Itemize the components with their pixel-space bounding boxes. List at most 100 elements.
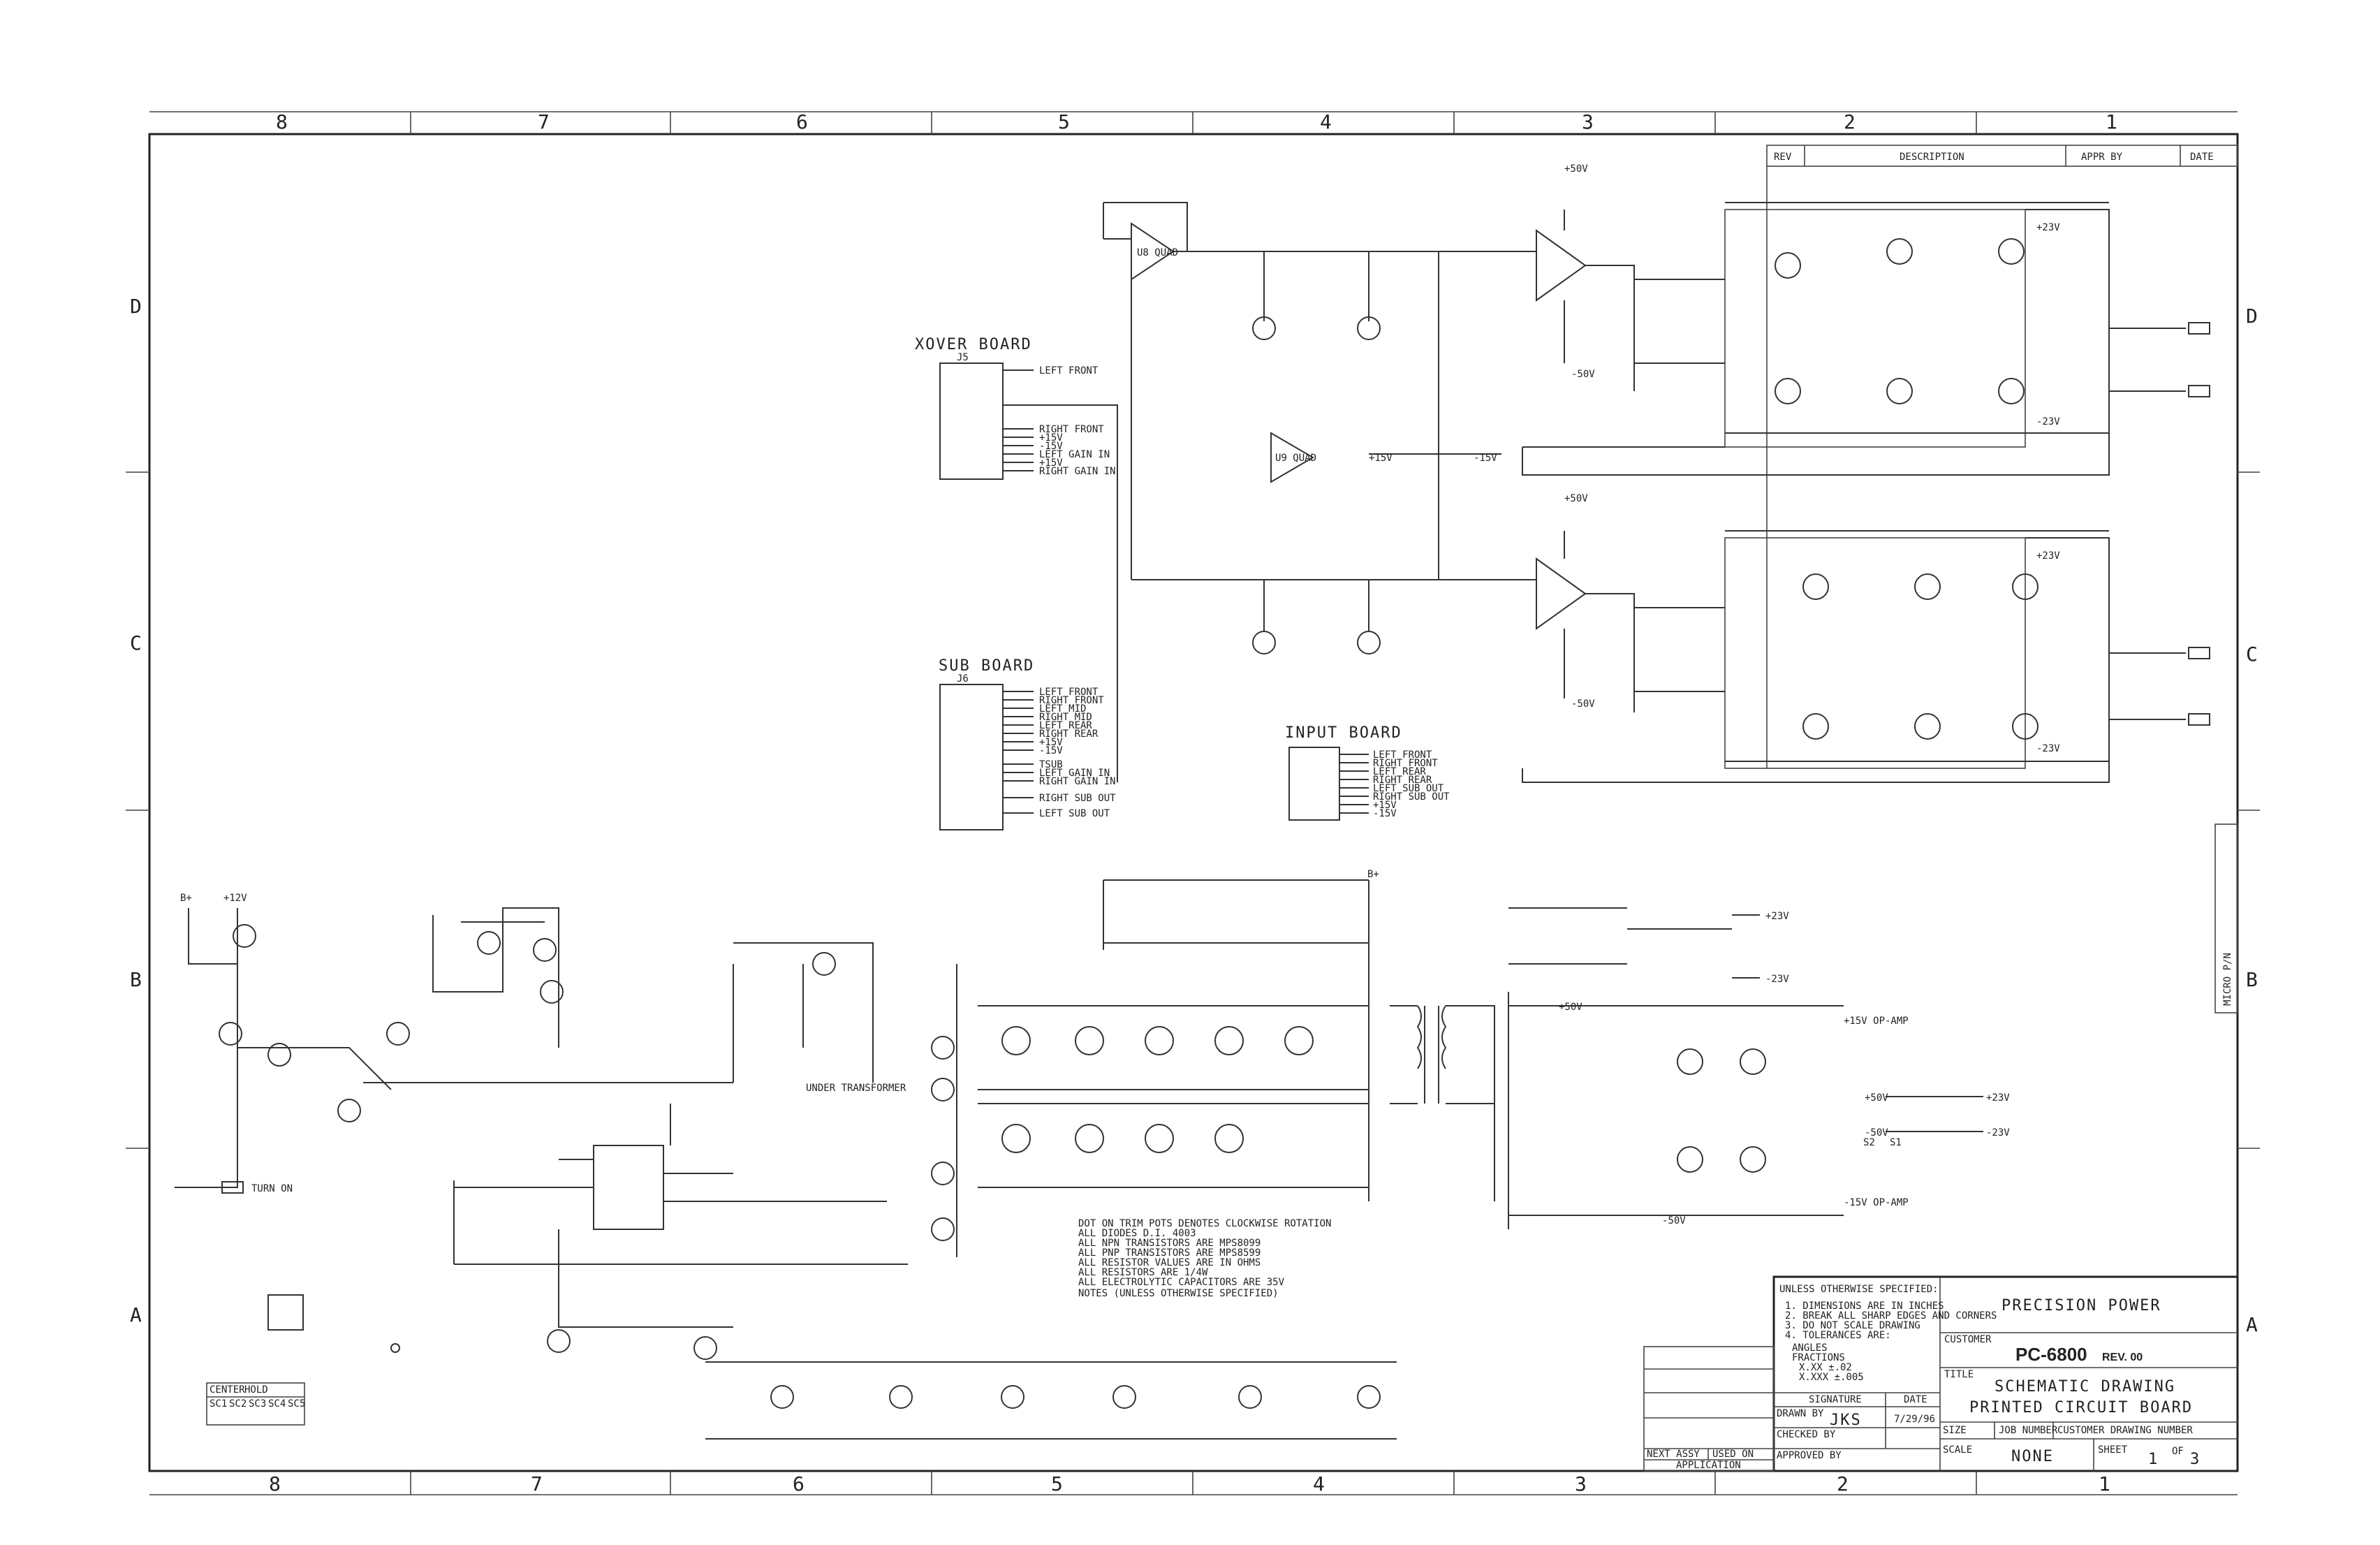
sub-board-title: SUB BOARD [939, 657, 1034, 675]
date-header: DATE [2190, 152, 2214, 163]
supply-minus-23v: -23V [1765, 974, 1789, 985]
rail-b-plus-left: B+ [180, 893, 192, 904]
sub-out-5: RIGHT REAR [1039, 728, 1099, 740]
drawing-frame [126, 111, 2260, 1495]
tol-5: FRACTIONS [1792, 1352, 1845, 1363]
tol-2: 3. DO NOT SCALE DRAWING [1785, 1320, 1920, 1331]
zone-col-top-8: 8 [276, 110, 288, 133]
zone-col-bottom-1: 1 [2099, 1472, 2110, 1495]
of-label: OF [2172, 1446, 2184, 1457]
rev-header: REV [1774, 152, 1792, 163]
tol-3: 4. TOLERANCES ARE: [1785, 1330, 1891, 1341]
zone-row-left-c: C [130, 631, 142, 654]
title-line-1: SCHEMATIC DRAWING [1995, 1378, 2175, 1396]
input-out-5: RIGHT SUB OUT [1373, 791, 1450, 803]
zone-row-left-a: A [130, 1303, 142, 1326]
sub-out-3: RIGHT MID [1039, 712, 1092, 723]
jumper-sub-sc3: SC3 [249, 1398, 266, 1409]
zone-row-right-a: A [2246, 1313, 2258, 1336]
xover-out-plus15: +15V [1039, 432, 1063, 444]
opamp-u9-label: U9 QUAD [1275, 453, 1316, 464]
zone-row-right-c: C [2246, 643, 2258, 666]
tol-0: 1. DIMENSIONS ARE IN INCHES [1785, 1301, 1944, 1312]
zone-col-bottom-2: 2 [1837, 1472, 1849, 1495]
sub-out-0: LEFT FRONT [1039, 687, 1099, 698]
sheet-number: 1 [2148, 1451, 2159, 1468]
zone-col-top-6: 6 [796, 110, 808, 133]
rail-plus-23v-lower: +23V [2036, 550, 2060, 562]
power-supply-circuit: B+ +23V -23V +50V -50V +15V OP-AMP -15V … [931, 869, 2010, 1257]
rail-plus-50v-lower: +50V [1564, 493, 1588, 504]
zone-col-top-1: 1 [2106, 110, 2117, 133]
revision-block: REV DESCRIPTION APPR BY DATE [1766, 145, 2238, 768]
sub-out-9: LEFT GAIN IN [1039, 768, 1110, 779]
signature-label: SIGNATURE [1809, 1394, 1862, 1405]
rail-plus-23v-upper: +23V [2036, 222, 2060, 233]
sub-out-8: TSUB [1039, 759, 1063, 770]
supply-minus-50v: -50V [1662, 1215, 1686, 1227]
appr-by-header: APPR BY [2081, 152, 2123, 163]
date-label: DATE [1904, 1394, 1927, 1405]
zone-col-bottom-8: 8 [269, 1472, 281, 1495]
rail-12v-left: +12V [223, 893, 247, 904]
s1-label: S1 [1890, 1137, 1902, 1148]
zone-col-top-3: 3 [1582, 110, 1594, 133]
revision-number: REV. 00 [2102, 1352, 2143, 1363]
jumper-sub-sc5: SC5 [288, 1398, 305, 1409]
sub-out-11: RIGHT SUB OUT [1039, 793, 1116, 804]
size-label: SIZE [1943, 1425, 1967, 1436]
s2-label: S2 [1863, 1137, 1875, 1148]
next-assy-label: NEXT ASSY [1647, 1449, 1700, 1460]
input-out-6: +15V [1373, 800, 1397, 811]
xover-board: XOVER BOARD J5 LEFT FRONT RIGHT FRONT +1… [915, 336, 1118, 782]
out-minus-23v-right: -23V [1986, 1127, 2010, 1138]
note-2: ALL NPN TRANSISTORS ARE MPS8099 [1078, 1238, 1261, 1249]
zone-labels: 8 7 6 5 4 3 2 1 8 7 6 5 4 3 2 1 D C B A … [130, 110, 2258, 1495]
company-name: PRECISION POWER [2001, 1297, 2161, 1315]
sub-board: SUB BOARD J6 LEFT FRONT RIGHT FRONT LEFT… [939, 657, 1116, 830]
unless-specified: UNLESS OTHERWISE SPECIFIED: [1779, 1284, 1939, 1295]
note-5: ALL RESISTORS ARE 1/4W [1078, 1267, 1208, 1278]
sub-out-1: RIGHT FRONT [1039, 695, 1104, 706]
zone-col-bottom-3: 3 [1575, 1472, 1587, 1495]
zone-row-right-d: D [2246, 305, 2258, 328]
sheets-total: 3 [2190, 1451, 2201, 1468]
customer-dwg-label: CUSTOMER DRAWING NUMBER [2057, 1425, 2193, 1436]
opamp-minus-15v-out: -15V OP-AMP [1844, 1197, 1909, 1208]
upper-channel-circuit: U8 QUAD +23V -23V +50V -50V U9 QUAD +15V… [1103, 163, 2210, 531]
tol-4: ANGLES [1792, 1342, 1828, 1354]
jumper-sub-sc1: SC1 [210, 1398, 227, 1409]
drawn-by: JKS [1830, 1412, 1862, 1429]
rail-b-plus-center: B+ [1367, 869, 1379, 880]
jumper-header-center: CENTER [210, 1384, 245, 1396]
notes-title: NOTES (UNLESS OTHERWISE SPECIFIED) [1078, 1288, 1279, 1299]
input-board: INPUT BOARD LEFT FRONT RIGHT FRONT LEFT … [1285, 724, 1450, 821]
input-out-2: LEFT REAR [1373, 766, 1426, 777]
xover-connector-id: J5 [957, 352, 969, 363]
jumper-table: CENTER HOLD SC1 SC2 SC3 SC4 SC5 [206, 1382, 305, 1426]
opamp-u8-upper-label: U8 QUAD [1137, 247, 1178, 258]
protection-circuit: TURN ON B+ +12V UNDER TRANSFORMER [175, 893, 1397, 1440]
approved-by-label: APPROVED BY [1777, 1450, 1842, 1461]
input-board-title: INPUT BOARD [1285, 724, 1402, 742]
title-block: UNLESS OTHERWISE SPECIFIED: 1. DIMENSION… [1643, 1275, 2239, 1472]
xover-out-right-front: RIGHT FRONT [1039, 424, 1104, 435]
zone-col-top-4: 4 [1320, 110, 1332, 133]
sub-out-7: -15V [1039, 745, 1063, 756]
zone-col-top-7: 7 [538, 110, 550, 133]
drawn-date: 7/29/96 [1894, 1414, 1935, 1425]
side-tab-label: MICRO P/N [2222, 953, 2233, 1006]
side-tab: MICRO P/N [2214, 823, 2238, 1013]
zone-col-bottom-7: 7 [531, 1472, 543, 1495]
under-transformer-label: UNDER TRANSFORMER [806, 1083, 906, 1094]
turn-on-label: TURN ON [251, 1183, 293, 1194]
rail-minus-50v-upper: -50V [1571, 369, 1595, 380]
zone-col-bottom-6: 6 [793, 1472, 805, 1495]
model-number: PC-6800 [2015, 1344, 2087, 1365]
opamp-plus-15v-out: +15V OP-AMP [1844, 1016, 1909, 1027]
zone-col-bottom-4: 4 [1313, 1472, 1325, 1495]
title-label: TITLE [1944, 1369, 1974, 1380]
zone-col-bottom-5: 5 [1051, 1472, 1063, 1495]
zone-row-left-d: D [130, 295, 142, 318]
